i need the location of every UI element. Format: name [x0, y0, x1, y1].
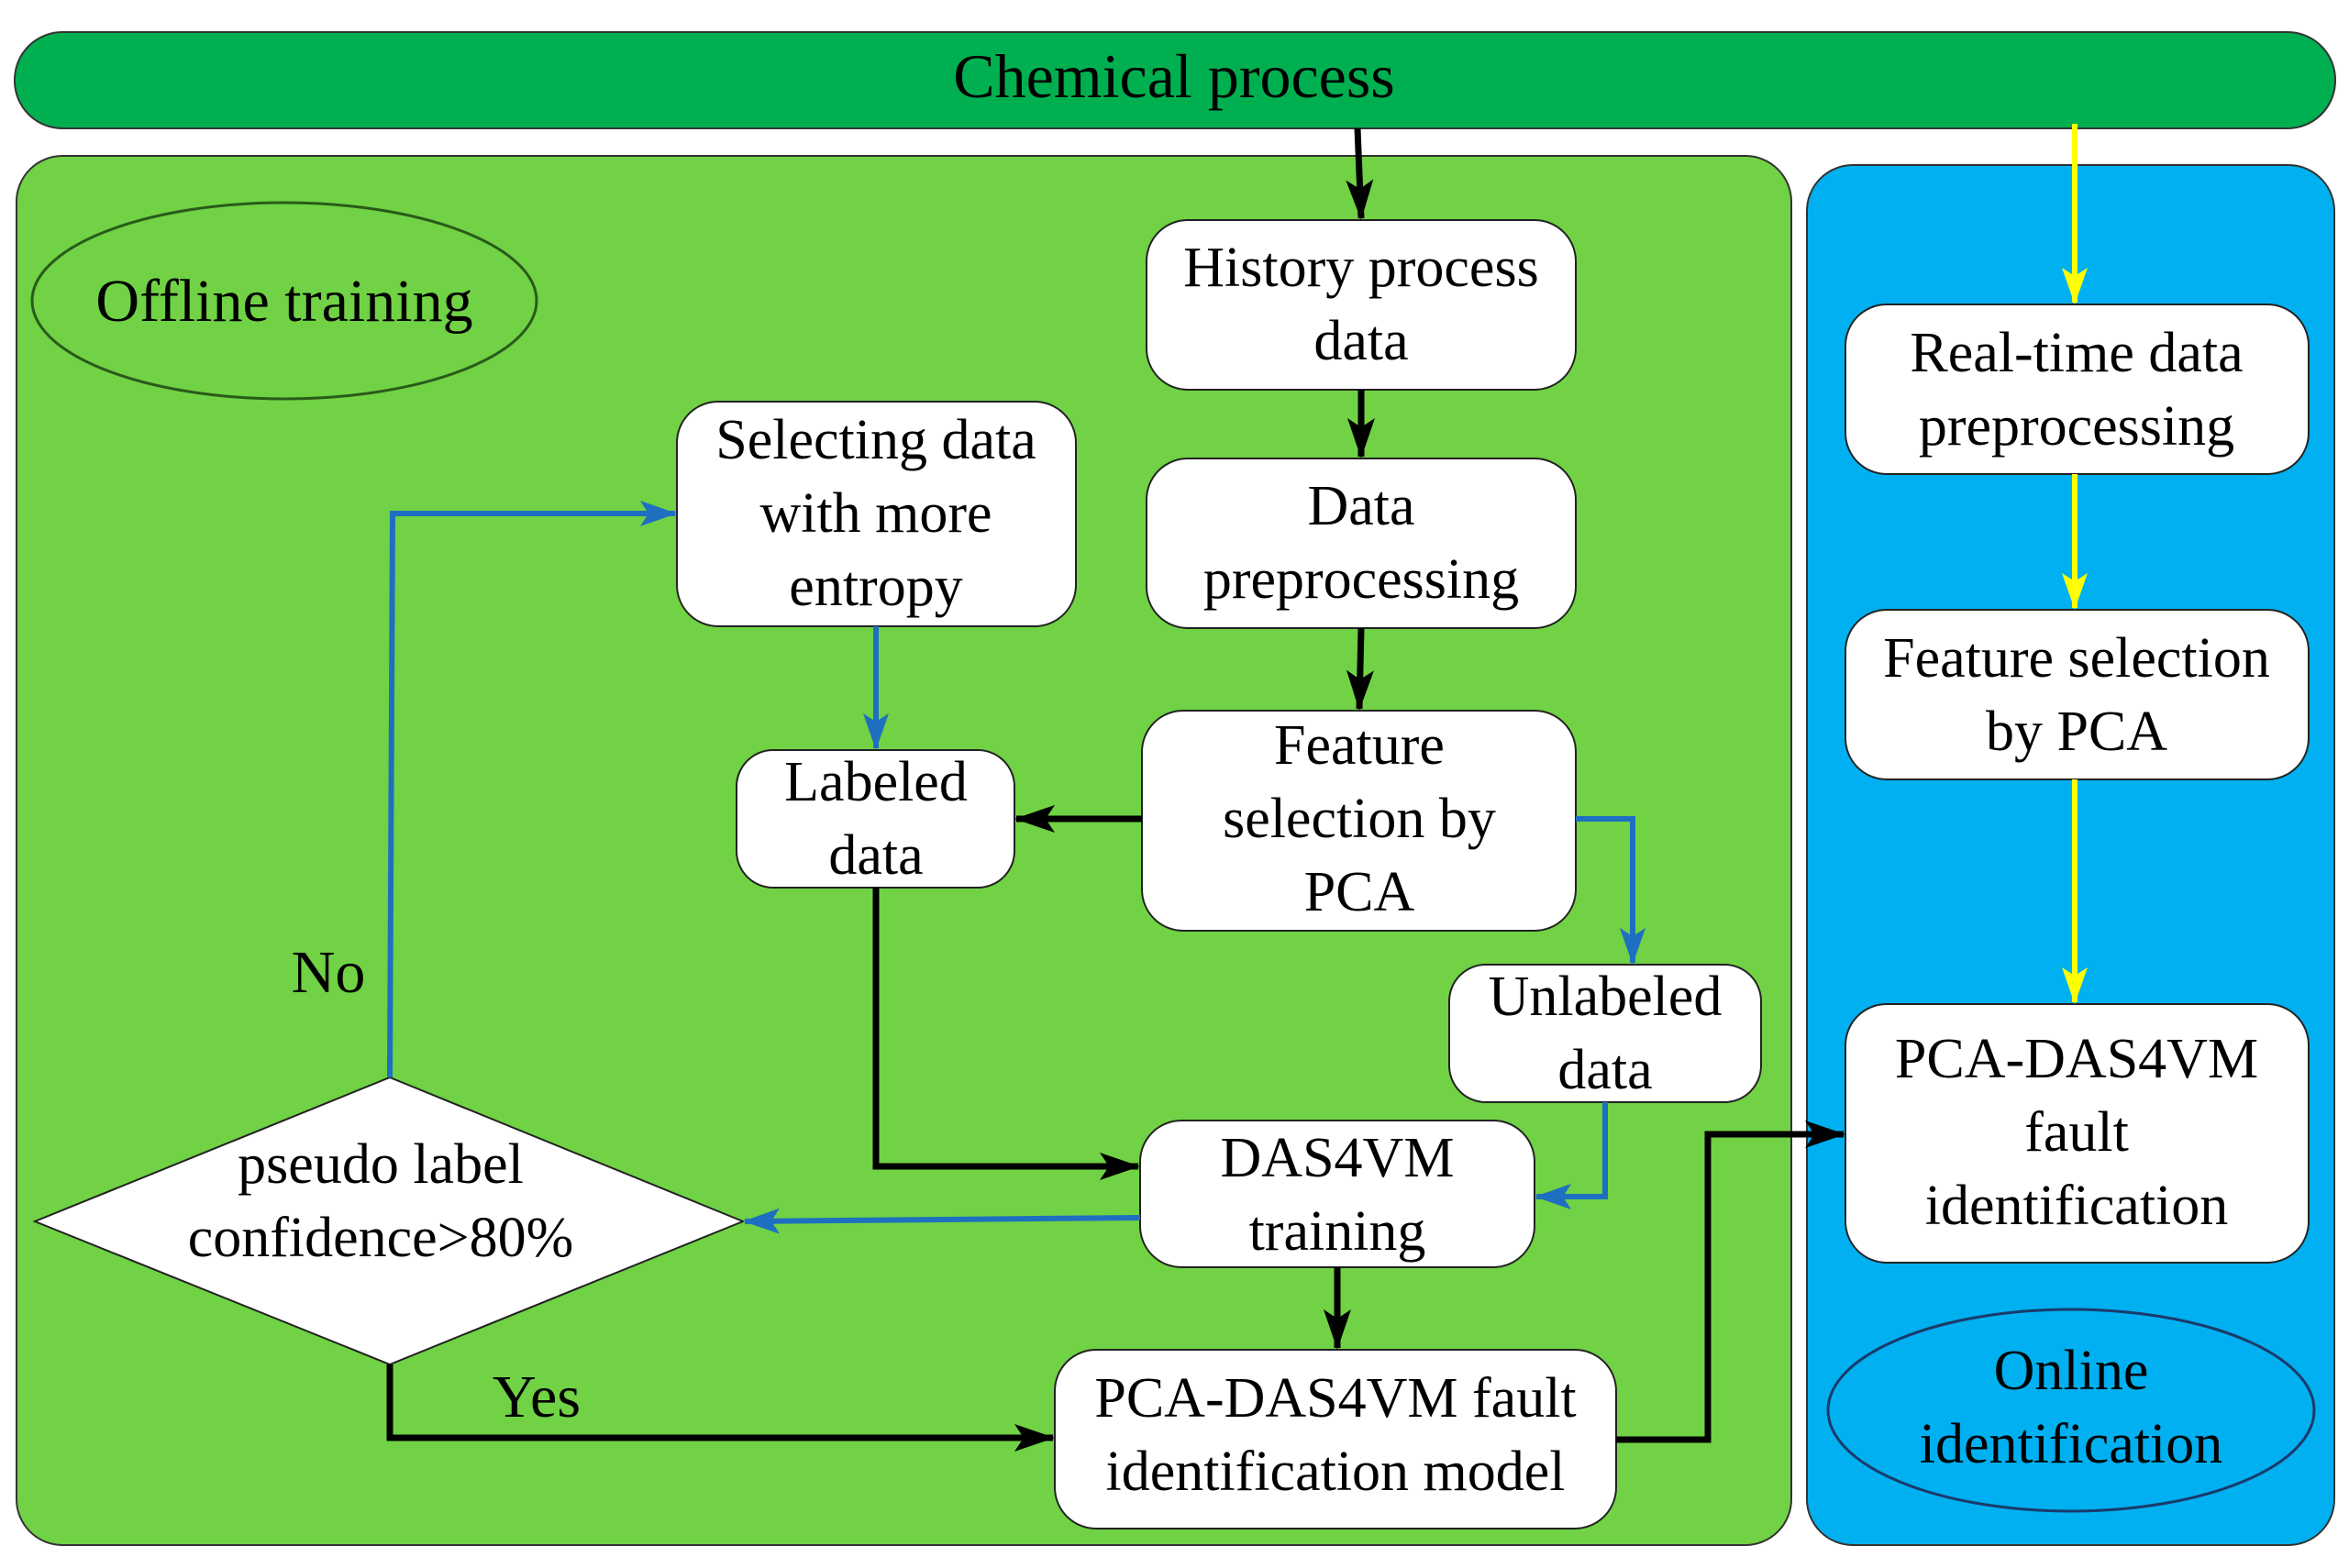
- box-selecting-data-entropy: Selecting data with more entropy: [676, 401, 1077, 627]
- box-model-line-1: PCA-DAS4VM fault: [1094, 1367, 1576, 1430]
- box-labeled-data: Labeled data: [736, 749, 1015, 889]
- box-online-fault-line-2: fault: [2024, 1101, 2129, 1164]
- arrow-blue-no-to-selecting: [387, 501, 677, 1078]
- box-selecting-line-3: entropy: [789, 556, 962, 618]
- offline-training-ellipse: [30, 201, 538, 401]
- arrow-blue-feature-to-unlabeled: [1576, 816, 1645, 965]
- box-das4vm-line-2: training: [1249, 1200, 1426, 1263]
- online-identification-label-2: identification: [1920, 1413, 2223, 1475]
- chemical-process-bar: [14, 31, 2336, 129]
- box-realtime-line-2: preprocessing: [1919, 395, 2234, 458]
- arrow-black-process-to-history: [1346, 127, 1374, 220]
- decision-pseudo-label: pseudo label confidence>80%: [32, 1076, 746, 1366]
- decision-line-1: pseudo label: [238, 1133, 524, 1196]
- box-online-feature-line-2: by PCA: [1986, 701, 2167, 763]
- arrow-black-yes-to-model: [386, 1364, 1055, 1452]
- arrow-blue-das4vm-to-decision: [743, 1208, 1141, 1234]
- box-feature-line-2: selection by: [1223, 788, 1496, 850]
- box-data-preprocessing: Data preprocessing: [1146, 458, 1577, 629]
- box-unlabeled-line-2: data: [1557, 1039, 1652, 1101]
- box-feature-selection-pca: Feature selection by PCA: [1141, 710, 1577, 932]
- online-identification-ellipse: [1826, 1308, 2316, 1513]
- online-identification-label-1: Online: [1994, 1340, 2149, 1402]
- box-unlabeled-data: Unlabeled data: [1448, 964, 1762, 1103]
- offline-training-label: Offline training: [95, 268, 472, 335]
- box-history-line-2: data: [1313, 310, 1408, 372]
- arrow-black-model-to-online: [1616, 1121, 1845, 1443]
- box-online-feature-selection: Feature selection by PCA: [1845, 609, 2310, 780]
- chemical-process-title: Chemical process: [953, 41, 1395, 111]
- box-preprocessing-line-2: preprocessing: [1203, 548, 1519, 611]
- box-das4vm-training: DAS4VM training: [1139, 1120, 1535, 1268]
- box-realtime-preprocessing: Real-time data preprocessing: [1845, 304, 2310, 475]
- arrow-blue-unlabeled-to-das4vm: [1535, 1102, 1608, 1209]
- box-online-fault-line-1: PCA-DAS4VM: [1895, 1028, 2258, 1090]
- box-feature-line-1: Feature: [1274, 714, 1445, 777]
- box-online-fault-line-3: identification: [1925, 1175, 2229, 1237]
- box-labeled-line-2: data: [828, 824, 923, 887]
- box-selecting-line-1: Selecting data: [715, 409, 1036, 471]
- no-label: No: [292, 939, 366, 1006]
- box-online-fault-identification: PCA-DAS4VM fault identification: [1845, 1003, 2310, 1264]
- box-history-process-data: History process data: [1146, 219, 1577, 391]
- decision-line-2: confidence>80%: [188, 1207, 574, 1269]
- box-das4vm-line-1: DAS4VM: [1221, 1127, 1455, 1189]
- box-preprocessing-line-1: Data: [1307, 475, 1414, 537]
- box-selecting-line-2: with more: [759, 482, 992, 545]
- box-unlabeled-line-1: Unlabeled: [1489, 966, 1723, 1028]
- box-realtime-line-1: Real-time data: [1910, 322, 2243, 384]
- yes-label: Yes: [493, 1364, 581, 1430]
- box-feature-line-3: PCA: [1304, 861, 1415, 923]
- box-history-line-1: History process: [1183, 237, 1538, 299]
- arrow-black-preprocessing-to-feature: [1346, 627, 1374, 711]
- arrows-blue: [387, 501, 1645, 1234]
- box-online-feature-line-1: Feature selection: [1883, 627, 2270, 690]
- box-labeled-line-1: Labeled: [784, 751, 968, 813]
- arrows-black: [386, 127, 1845, 1452]
- box-fault-identification-model: PCA-DAS4VM fault identification model: [1054, 1349, 1617, 1529]
- box-model-line-2: identification model: [1105, 1441, 1565, 1503]
- arrow-black-labeled-to-das4vm: [872, 888, 1140, 1180]
